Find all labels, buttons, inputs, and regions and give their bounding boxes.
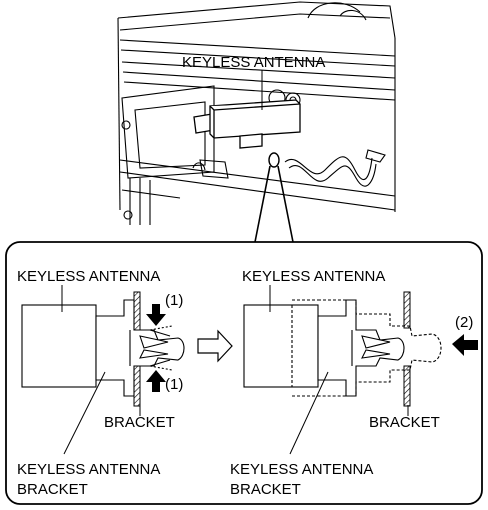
vehicle-overview xyxy=(117,1,396,225)
overview-antenna-label: KEYLESS ANTENNA xyxy=(182,54,326,71)
solid-left-arrow-icon xyxy=(452,334,478,356)
right-antenna-body xyxy=(243,304,319,388)
left-antenna-assembly xyxy=(21,299,185,397)
right-bracket-upper xyxy=(403,291,411,329)
left-antenna-bracket-label-line1: KEYLESS ANTENNA xyxy=(17,461,161,478)
right-bracket-lower xyxy=(403,365,411,407)
right-leaders xyxy=(269,285,409,455)
left-callout-1-top: (1) xyxy=(165,292,184,309)
left-leaders xyxy=(61,285,141,455)
solid-up-arrow-icon xyxy=(146,370,166,392)
left-antenna-label: KEYLESS ANTENNA xyxy=(17,268,161,285)
left-antenna-body xyxy=(21,304,97,388)
right-antenna-assembly xyxy=(243,299,442,397)
solid-down-arrow-icon xyxy=(146,304,166,326)
right-callout-2: (2) xyxy=(455,314,474,331)
right-antenna-bracket-label-line1: KEYLESS ANTENNA xyxy=(230,461,374,478)
left-bracket-lower xyxy=(133,365,141,407)
detail-callout xyxy=(254,152,294,243)
overview-keyless-antenna xyxy=(193,99,301,149)
right-antenna-bracket-label-line2: BRACKET xyxy=(230,481,301,498)
left-callout-1-bottom: (1) xyxy=(165,376,184,393)
left-bracket-label: BRACKET xyxy=(104,414,175,431)
left-bracket-upper xyxy=(133,291,141,331)
right-antenna-label: KEYLESS ANTENNA xyxy=(242,268,386,285)
right-bracket-label: BRACKET xyxy=(369,414,440,431)
hollow-right-arrow-icon xyxy=(197,329,233,363)
left-antenna-bracket-label-line2: BRACKET xyxy=(17,481,88,498)
